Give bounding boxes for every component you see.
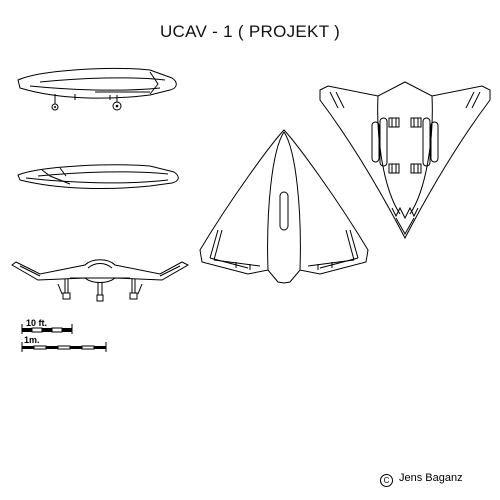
scale-bars (21, 324, 107, 352)
side-view-gear-up (17, 164, 179, 189)
front-view (11, 259, 190, 302)
author-credit: C Jens Baganz (380, 472, 498, 487)
scale-meters-label: 1m. (24, 335, 40, 345)
drawing-title: UCAV - 1 ( PROJEKT ) (159, 22, 341, 41)
copyright-icon: C (380, 474, 393, 487)
scale-feet-label: 10 ft. (26, 318, 48, 328)
bottom-view (319, 81, 491, 240)
side-view-gear-down (17, 67, 177, 111)
author-name: Jens Baganz (399, 472, 463, 484)
top-view (199, 129, 369, 284)
